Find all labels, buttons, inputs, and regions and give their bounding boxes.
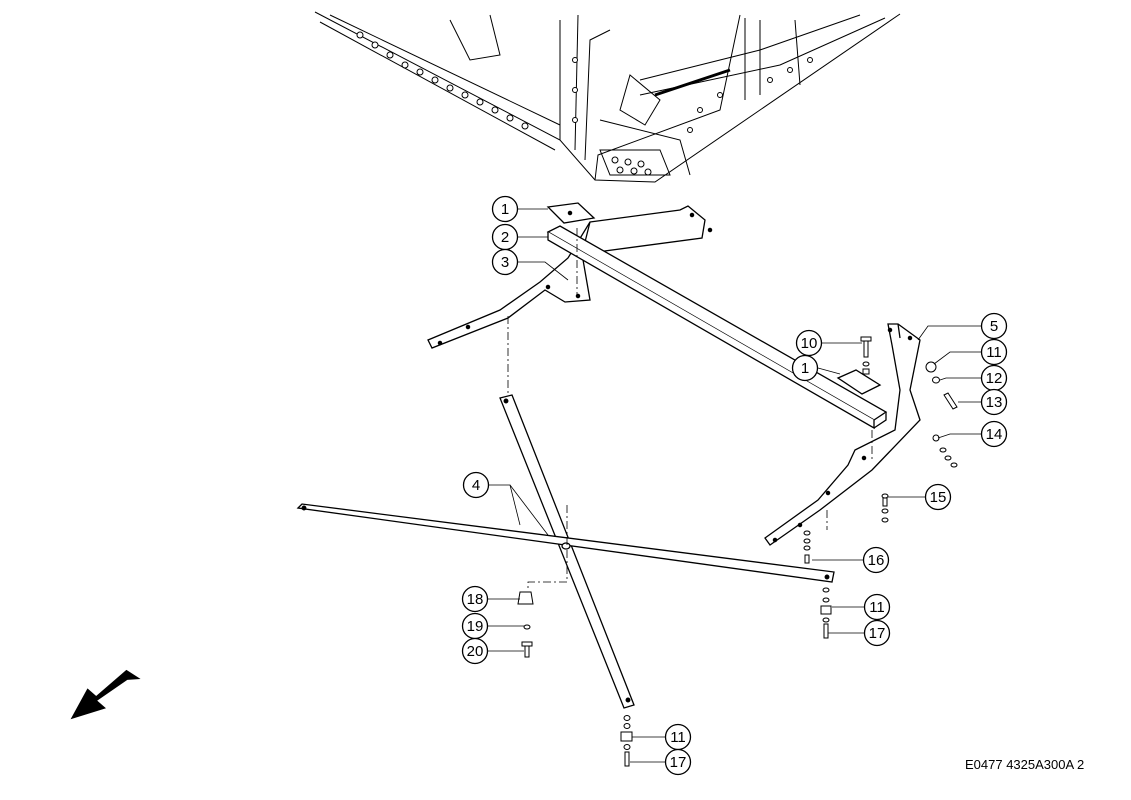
plate-lower	[836, 369, 882, 395]
forward-arrow-icon	[70, 669, 141, 720]
callout-labels: 1 2 3 4 5 10 1 11 12 13 14 15 16 11 17 1…	[467, 201, 1003, 771]
callout-11-right	[980, 338, 1008, 366]
plate-upper	[546, 202, 596, 224]
callout-label: 16	[868, 552, 885, 569]
bracket-upper	[427, 205, 713, 349]
bracket-right	[764, 323, 921, 546]
callout-label: 11	[869, 599, 885, 616]
bolt-10	[860, 336, 872, 375]
callout-label: 20	[467, 643, 484, 660]
callout-label: 18	[467, 591, 484, 608]
callout-15	[924, 483, 952, 511]
callout-label: 3	[501, 254, 509, 271]
callout-label: 17	[670, 754, 687, 771]
callout-label: 1	[501, 201, 509, 218]
callout-11-mid	[863, 593, 891, 621]
center-lines	[507, 228, 873, 590]
drawing-code: E0477 4325A300A 2	[965, 757, 1085, 772]
callout-20	[461, 637, 489, 665]
callout-label: 11	[670, 729, 686, 746]
callout-label: 4	[472, 477, 480, 494]
callout-5	[980, 312, 1008, 340]
callout-17-bottom	[664, 748, 692, 776]
callout-label: 10	[801, 335, 818, 352]
callout-3	[491, 248, 519, 276]
callout-18	[461, 585, 489, 613]
callout-1-lower	[791, 354, 819, 382]
callout-4	[462, 471, 490, 499]
callout-circles	[461, 195, 1008, 776]
callout-17-mid	[863, 619, 891, 647]
hardware-right	[881, 361, 958, 523]
callout-label: 11	[986, 344, 1002, 361]
callout-label: 2	[501, 229, 509, 246]
callout-label: 19	[467, 618, 484, 635]
hardware-bottom	[517, 530, 832, 767]
callout-label: 15	[930, 489, 947, 506]
beam-main	[546, 225, 888, 430]
callout-label: 13	[986, 394, 1003, 411]
callout-label: 12	[986, 370, 1003, 387]
leader-lines	[484, 208, 981, 763]
callout-16	[862, 546, 890, 574]
machine-frame-holes	[356, 31, 813, 176]
callout-1-upper	[491, 195, 519, 223]
machine-frame	[314, 11, 901, 183]
cross-brace	[296, 394, 835, 709]
callout-14	[980, 420, 1008, 448]
callout-13	[980, 388, 1008, 416]
callout-label: 14	[986, 426, 1003, 443]
callout-label: 17	[869, 625, 886, 642]
callout-label: 5	[990, 318, 998, 335]
callout-label: 1	[801, 360, 809, 377]
